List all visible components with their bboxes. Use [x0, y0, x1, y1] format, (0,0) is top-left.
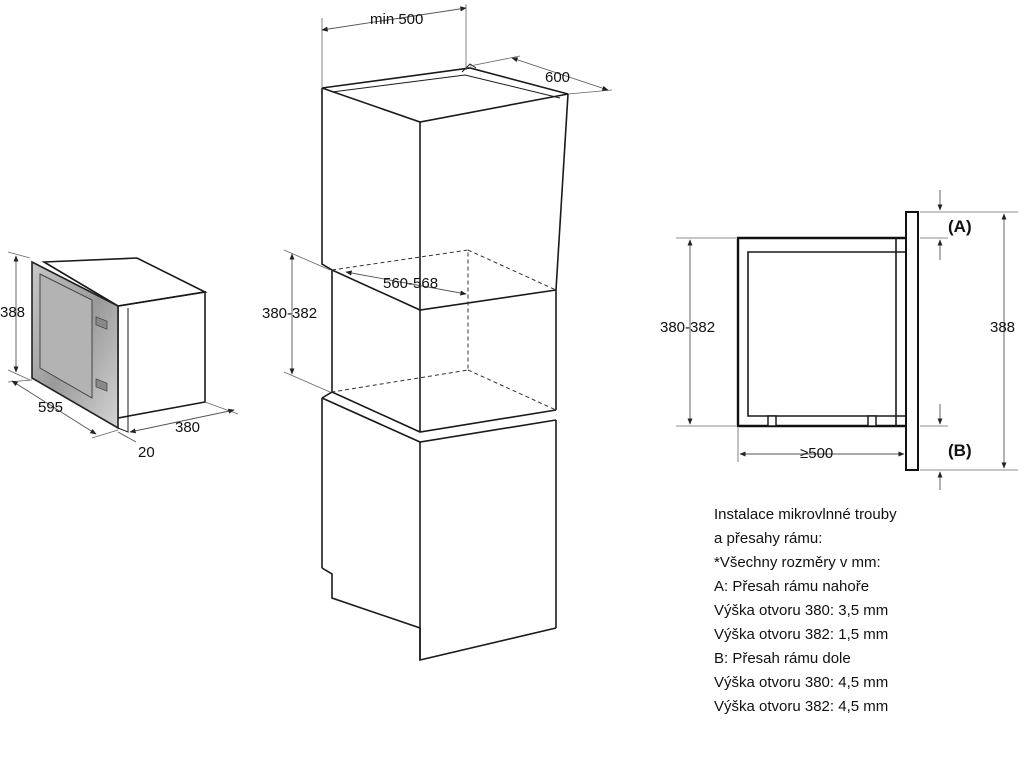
cabinet-depth-label: 600 — [545, 69, 570, 86]
notes-line: Výška otvoru 380: 4,5 mm — [714, 674, 889, 691]
notes-line: *Všechny rozměry v mm: — [714, 554, 881, 571]
notes-line: Výška otvoru 382: 1,5 mm — [714, 626, 889, 643]
marker-b-label: (B) — [948, 441, 972, 460]
section-min-depth-label: ≥500 — [800, 445, 833, 462]
section-opening-height-label: 380-382 — [660, 319, 715, 336]
notes-line: Instalace mikrovlnné trouby — [714, 506, 897, 523]
cabinet-min-depth-label: min 500 — [370, 11, 423, 28]
notes-line: B: Přesah rámu dole — [714, 650, 851, 667]
marker-a-label: (A) — [948, 217, 972, 236]
notes-line: Výška otvoru 380: 3,5 mm — [714, 602, 889, 619]
notes-line: a přesahy rámu: — [714, 530, 823, 547]
installation-notes: Instalace mikrovlnné trouby a přesahy rá… — [714, 503, 1014, 719]
microwave-width-label: 595 — [38, 399, 63, 416]
microwave-frame-label: 20 — [138, 444, 155, 461]
microwave-drawing: 388 595 380 20 — [0, 251, 239, 461]
cabinet-drawing: min 500 600 560-568 380-382 — [262, 4, 613, 662]
notes-line: A: Přesah rámu nahoře — [714, 578, 870, 595]
section-drawing: 380-382 388 (A) (B) ≥500 — [660, 190, 1018, 490]
notes-line: Výška otvoru 382: 4,5 mm — [714, 698, 889, 715]
cabinet-niche-height-label: 380-382 — [262, 305, 317, 322]
section-total-height-label: 388 — [990, 319, 1015, 336]
microwave-depth-label: 380 — [175, 419, 200, 436]
cabinet-niche-width-label: 560-568 — [383, 275, 438, 292]
microwave-height-label: 388 — [0, 304, 25, 321]
